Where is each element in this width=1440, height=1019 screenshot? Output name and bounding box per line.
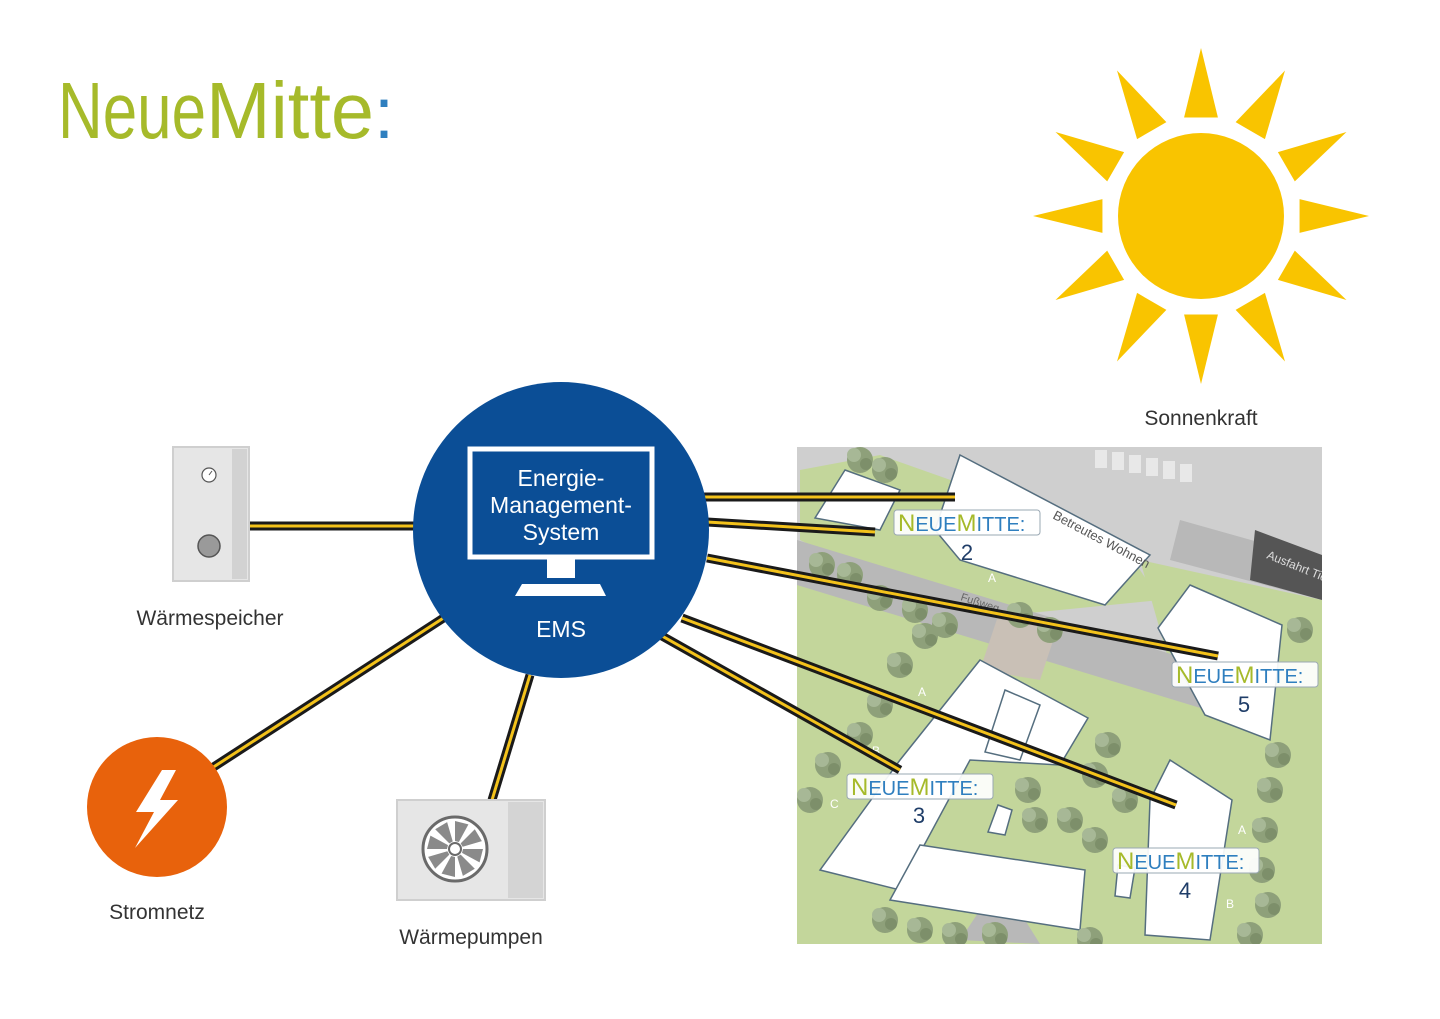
ems-screen-line: Energie-	[518, 465, 605, 491]
ems-label: EMS	[536, 616, 586, 642]
svg-text:A: A	[988, 571, 996, 585]
sun-ray	[1117, 70, 1167, 140]
sun-icon	[1033, 48, 1369, 384]
logo-colon: :	[374, 74, 394, 154]
sun-ray	[1033, 199, 1103, 233]
svg-text:B: B	[1005, 557, 1013, 571]
sun-ray	[1117, 292, 1167, 362]
svg-text:NeueMitte:: NeueMitte:	[58, 66, 394, 155]
fan-icon	[427, 821, 483, 877]
ems-node: Energie- Management- System EMS	[413, 382, 709, 678]
sun-disc	[1118, 133, 1284, 299]
sun-ray	[1055, 250, 1125, 300]
logo-mitte: Mitte	[206, 66, 374, 155]
tag-brand: NEUEMITTE:	[851, 774, 978, 801]
heat-storage-label: Wärmespeicher	[136, 607, 283, 630]
grid-label: Stromnetz	[109, 901, 205, 924]
sun-ray	[1184, 48, 1218, 118]
heat-pump-icon	[396, 799, 546, 901]
fan-blade	[441, 856, 455, 877]
lightning-icon	[135, 770, 178, 848]
cables	[209, 492, 1219, 810]
sun-ray	[1277, 250, 1347, 300]
fan-blade	[435, 822, 453, 844]
svg-text:A: A	[918, 685, 926, 699]
sun-ray	[1277, 132, 1347, 182]
sun-label: Sonnenkraft	[1144, 407, 1257, 430]
building-number: 4	[1179, 878, 1191, 903]
tag-brand: NEUEMITTE:	[898, 510, 1025, 537]
sun-ray	[1235, 292, 1285, 362]
ems-screen-line: Management-	[490, 492, 632, 518]
tag-brand: NEUEMITTE:	[1117, 848, 1244, 875]
svg-text:C: C	[830, 797, 839, 811]
fan-blade	[457, 854, 475, 876]
svg-text:B: B	[1226, 897, 1234, 911]
fan-blade	[462, 849, 483, 863]
power-grid-icon	[87, 737, 227, 877]
sun-ray	[1235, 70, 1285, 140]
svg-text:A: A	[1238, 823, 1246, 837]
logo-neue: Neue	[58, 66, 206, 155]
svg-text:B: B	[872, 744, 880, 758]
brand-logo: NeueMitte:	[58, 66, 394, 155]
building-tags: NEUEMITTE:2NEUEMITTE:5NEUEMITTE:3NEUEMIT…	[846, 509, 1319, 903]
tag-brand: NEUEMITTE:	[1176, 662, 1303, 689]
fan-blade	[428, 851, 450, 869]
sun-ray	[1184, 314, 1218, 384]
fan-blade	[455, 821, 469, 842]
building-tag-5: NEUEMITTE: 5	[1171, 661, 1319, 717]
fan-blade	[460, 829, 482, 847]
building-tag-3: NEUEMITTE:3	[846, 773, 994, 828]
map-road	[797, 540, 1322, 745]
building-number: 2	[961, 540, 973, 565]
ems-screen-line: System	[523, 519, 600, 545]
sun-ray	[1299, 199, 1369, 233]
heat-pumps-label: Wärmepumpen	[399, 926, 543, 949]
building-number: 5	[1238, 692, 1250, 717]
building-tag-2: NEUEMITTE: 2	[893, 509, 1041, 565]
heat-storage-icon	[172, 446, 250, 582]
fan-blade	[427, 835, 448, 849]
building-number: 3	[913, 803, 925, 828]
monitor-icon	[467, 446, 655, 560]
building-tag-4: NEUEMITTE: 4	[1112, 847, 1260, 903]
sun-ray	[1055, 132, 1125, 182]
